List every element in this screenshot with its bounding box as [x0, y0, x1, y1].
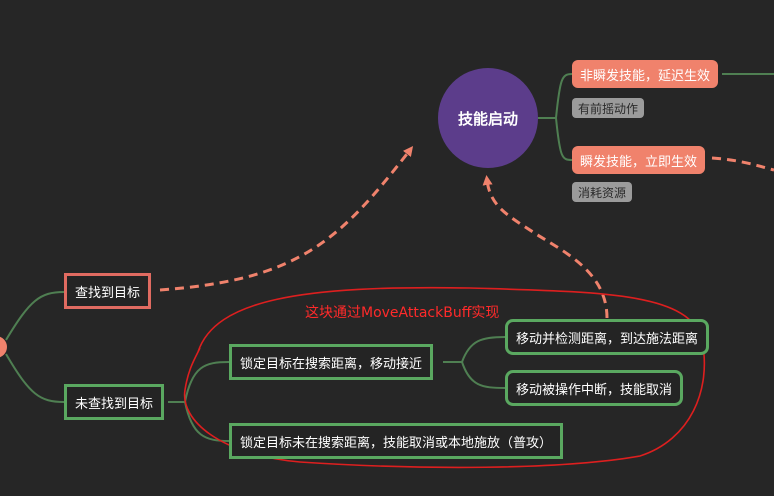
- found-target-node[interactable]: 查找到目标: [64, 273, 152, 309]
- locked-to-movedetect-line: [461, 336, 506, 363]
- notfound-to-locked-line: [184, 361, 230, 403]
- root-to-found-line: [5, 291, 65, 341]
- move-detect-node[interactable]: 移动并检测距离，到达施法距离: [505, 319, 710, 355]
- annotation-loop: [183, 286, 706, 469]
- root-to-notfound-line: [5, 353, 65, 403]
- skill-start-node[interactable]: 技能启动: [438, 68, 538, 168]
- locked-in-range-node[interactable]: 锁定目标在搜索距离，移动接近: [229, 344, 434, 380]
- locked-out-of-range-node[interactable]: 锁定目标未在搜索距离，技能取消或本地施放（普攻）: [229, 423, 564, 459]
- instant-skill-node[interactable]: 瞬发技能，立即生效: [572, 146, 706, 174]
- consume-resource-tag: 消耗资源: [572, 182, 633, 202]
- circle-to-nonInstant-line: [555, 73, 573, 119]
- annotation-text: 这块通过MoveAttackBuff实现: [305, 305, 500, 321]
- non-instant-skill-node[interactable]: 非瞬发技能，延迟生效: [572, 60, 719, 88]
- notfound-to-lockedout-line: [184, 401, 230, 442]
- instant-outgoing-arrow: [711, 156, 774, 172]
- found-to-skill-arrow: [159, 146, 414, 292]
- move-interrupted-node[interactable]: 移动被操作中断，技能取消: [505, 370, 684, 406]
- movedetect-to-skill-arrow: [482, 175, 609, 319]
- target-not-found-node[interactable]: 未查找到目标: [64, 384, 165, 420]
- root-node-stub: [0, 336, 7, 358]
- branch-lines: [5, 73, 774, 442]
- circle-to-instant-line: [555, 117, 573, 161]
- locked-to-moveinterrupt-line: [461, 361, 506, 389]
- windup-tag: 有前摇动作: [572, 98, 645, 118]
